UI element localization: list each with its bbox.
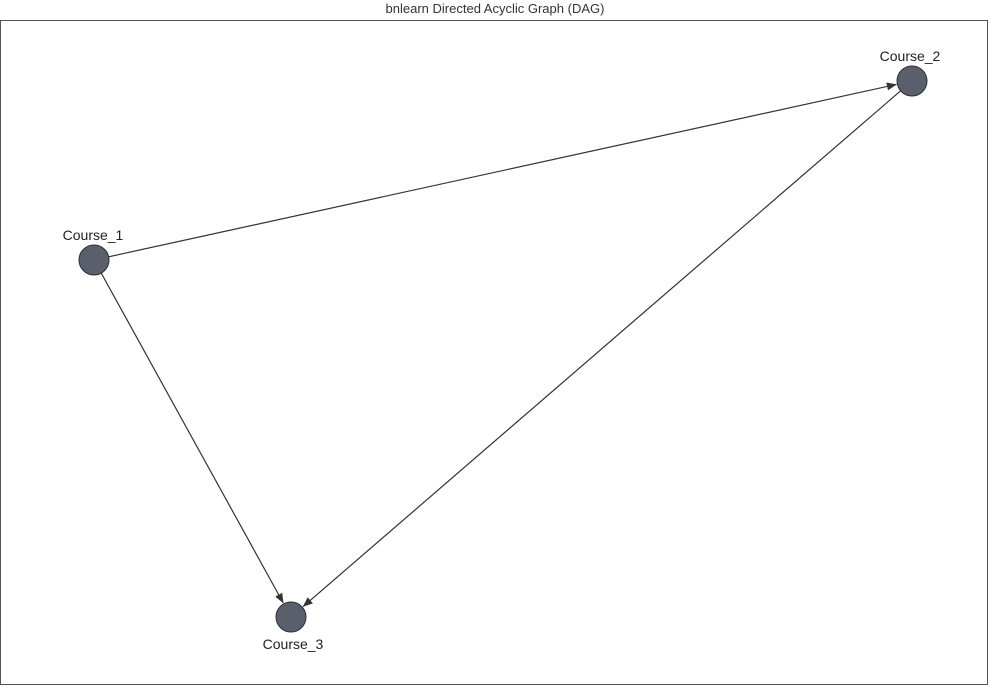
node-course-1: Course_1 [63,227,124,276]
node-course-3: Course_3 [263,601,324,652]
edge-course2-to-course3 [302,90,902,607]
node-label: Course_3 [263,636,324,652]
node-course-2: Course_2 [880,48,941,97]
node-label: Course_1 [63,227,124,243]
node-circle [275,601,307,633]
edge-course1-to-course2 [108,82,897,258]
node-label: Course_2 [880,48,941,64]
graph-title: bnlearn Directed Acyclic Graph (DAG) [385,1,605,16]
edge-course1-to-course3 [100,272,284,604]
edges-layer [100,82,902,607]
node-circle [78,244,110,276]
plot-frame [0,20,988,685]
node-circle [896,65,928,97]
